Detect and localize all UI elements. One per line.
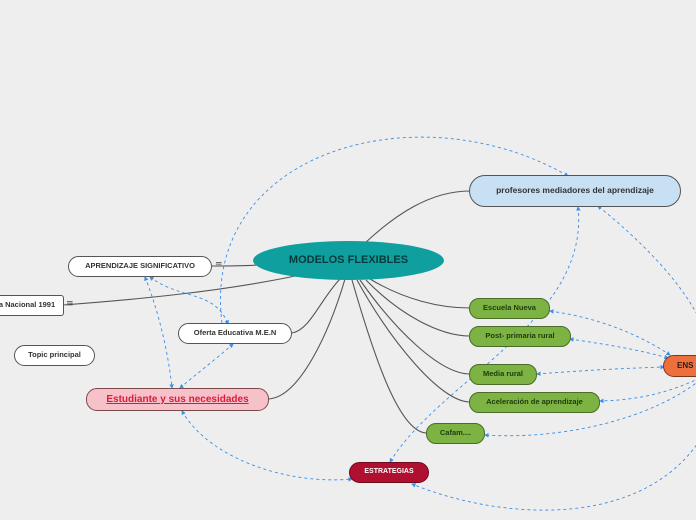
topic-estudiante-necesidades[interactable]: Estudiante y sus necesidades bbox=[86, 388, 269, 411]
topic-ens[interactable]: ENS bbox=[663, 355, 696, 377]
rel-oferta-profesores bbox=[220, 136, 569, 324]
notes-icon[interactable]: ≡ bbox=[215, 260, 223, 270]
topic-oferta-educativa-men[interactable]: Oferta Educativa M.E.N bbox=[178, 323, 292, 344]
branch-aprendizaje bbox=[211, 264, 259, 267]
topic-estrategias[interactable]: ESTRATEGIAS bbox=[349, 462, 429, 483]
topic-media-rural[interactable]: Media rural bbox=[469, 364, 537, 385]
rel-postprimaria-ens bbox=[569, 337, 669, 360]
branch-media bbox=[359, 279, 471, 375]
floating-topic-principal[interactable]: Topic principal bbox=[14, 345, 95, 366]
rel-aprendizaje-estudiante bbox=[144, 276, 174, 389]
topic-aprendizaje-significativo[interactable]: APRENDIZAJE SIGNIFICATIVO bbox=[68, 256, 212, 277]
central-topic-modelos-flexibles[interactable]: MODELOS FLEXIBLES bbox=[253, 241, 444, 280]
branch-cafam bbox=[351, 279, 428, 434]
rel-oferta-estudiante bbox=[179, 343, 234, 389]
branch-constitucion bbox=[62, 274, 301, 306]
rel-ens-profesores bbox=[597, 205, 696, 314]
topic-cafam[interactable]: Cafam.... bbox=[426, 423, 485, 444]
topic-aceleracion-aprendizaje[interactable]: Aceleración de aprendizaje bbox=[469, 392, 600, 413]
branch-oferta bbox=[291, 278, 341, 334]
topic-post-primaria-rural[interactable]: Post- primaria rural bbox=[469, 326, 571, 347]
topic-escuela-nueva[interactable]: Escuela Nueva bbox=[469, 298, 550, 319]
notes-icon[interactable]: ≡ bbox=[66, 299, 74, 309]
branch-estudiante bbox=[267, 278, 346, 400]
rel-media-ens bbox=[536, 364, 665, 376]
rel-estudiante-estrategias bbox=[181, 410, 353, 482]
branch-profesores bbox=[364, 190, 471, 244]
branch-escuela bbox=[369, 278, 471, 309]
rel-aceleracion-ens bbox=[599, 379, 696, 404]
rel-ens-estrategias bbox=[411, 444, 696, 511]
rel-aprendizaje-oferta bbox=[149, 276, 229, 325]
topic-constitucion-nacional-1991[interactable]: a Nacional 1991 bbox=[0, 295, 64, 316]
topic-profesores-mediadores[interactable]: profesores mediadores del aprendizaje bbox=[469, 175, 681, 207]
rel-cafam-ens bbox=[484, 382, 696, 438]
